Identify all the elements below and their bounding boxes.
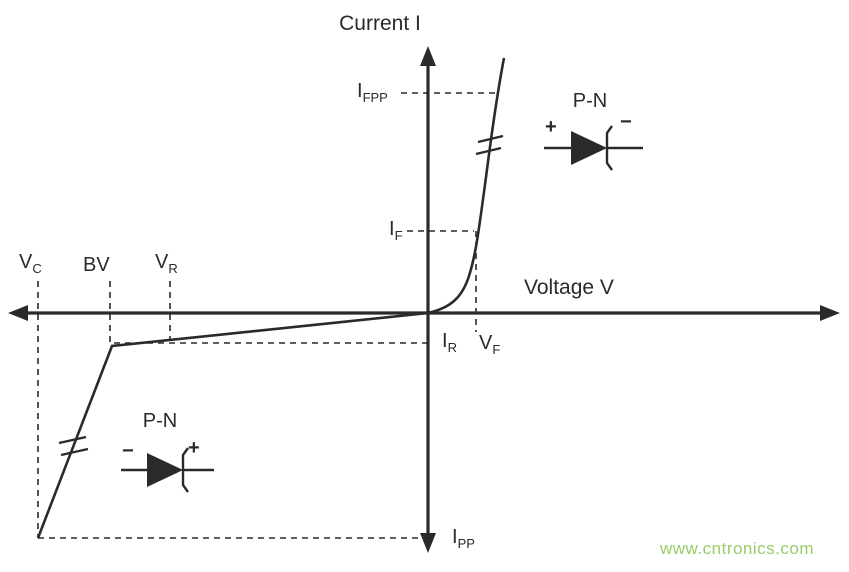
reverse-diode-triangle	[147, 453, 183, 487]
axes	[24, 62, 824, 537]
x-axis-title: Voltage V	[524, 276, 614, 299]
forward-diode-symbol	[544, 125, 643, 171]
forward-curve	[427, 57, 506, 315]
watermark-text: www.cntronics.com	[660, 539, 814, 558]
y-axis-title: Current I	[339, 12, 421, 35]
breakdown-break-marks	[58, 435, 89, 457]
x-axis-left-arrowhead	[8, 305, 28, 321]
label-bv: BV	[83, 254, 110, 276]
label-if: IF	[389, 218, 403, 243]
forward-diode-plus-sign: +	[545, 116, 557, 138]
label-ifpp: IFPP	[357, 80, 388, 105]
axis-arrowheads	[8, 46, 840, 553]
label-ipp: IPP	[452, 526, 475, 551]
reverse-breakdown-curve	[36, 311, 429, 539]
forward-curve-break-marks	[475, 134, 504, 156]
label-vf: VF	[479, 332, 501, 357]
y-axis-bottom-arrowhead	[420, 533, 436, 553]
forward-diode-minus-sign: −	[620, 111, 632, 133]
x-axis-right-arrowhead	[820, 305, 840, 321]
reverse-diode-plus-sign: +	[188, 437, 200, 459]
reverse-diode-label: P-N	[142, 410, 178, 432]
label-vr: VR	[155, 251, 178, 276]
y-axis-top-arrowhead	[420, 46, 436, 66]
label-vc: VC	[19, 251, 42, 276]
label-ir: IR	[442, 330, 457, 355]
reverse-diode-minus-sign: −	[122, 440, 134, 462]
forward-diode-label: P-N	[572, 90, 608, 112]
reverse-diode-symbol	[121, 447, 214, 493]
forward-diode-triangle	[571, 131, 607, 165]
